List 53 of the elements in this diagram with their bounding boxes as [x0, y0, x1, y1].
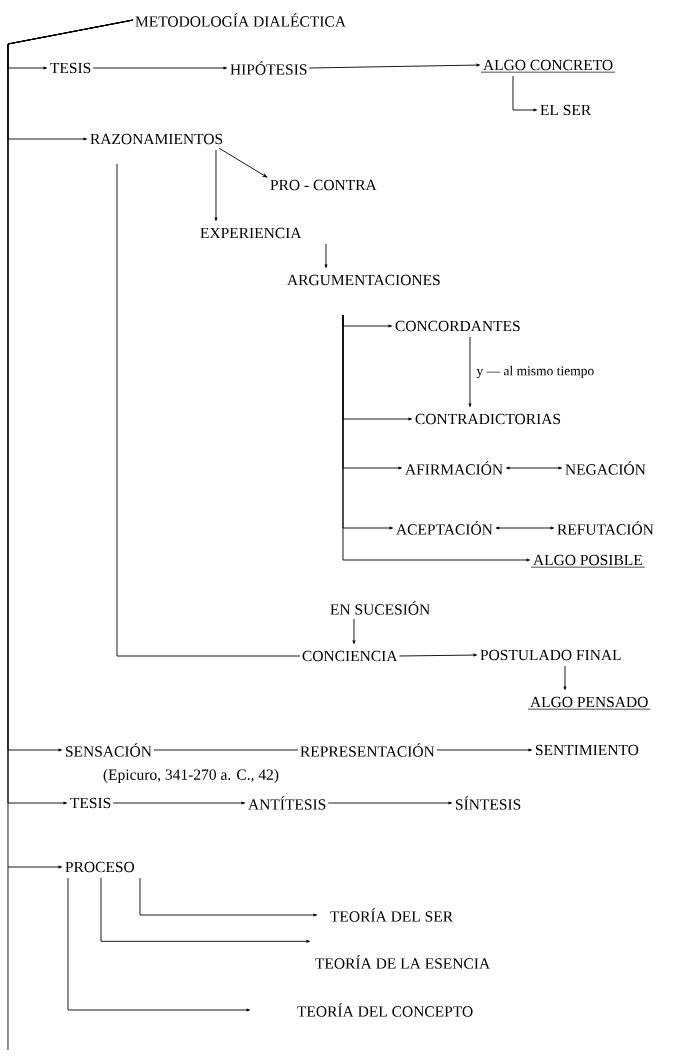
connector-line [116, 163, 301, 657]
concept-label: EXPERIENCIA [200, 227, 302, 239]
arrow [92, 66, 228, 70]
concept-label: RAZONAMIENTOS [90, 133, 223, 145]
concept-label: NEGACIÓN [565, 461, 646, 475]
concept-label: PROCESO [65, 861, 135, 873]
arrow [352, 618, 356, 645]
arrow [495, 526, 555, 530]
concept-label: METODOLOGÍA DIALÉCTICA [135, 13, 346, 27]
concept-label: ALGO CONCRETO [480, 59, 616, 73]
concept-label: ALGO PENSADO [527, 696, 651, 710]
concept-label: HIPÓTESIS [230, 61, 307, 75]
arrow [324, 243, 328, 269]
concept-label: REPRESENTACIÓN [300, 743, 435, 757]
concept-label: CONTRADICTORIAS [415, 413, 561, 425]
concept-label: ACEPTACIÓN [396, 521, 493, 535]
arrow [468, 336, 472, 408]
concept-label: SÍNTESIS [456, 796, 521, 810]
concept-label: PRO - CONTRA [270, 179, 377, 191]
concept-label: CONCIENCIA [302, 650, 398, 662]
arrow [139, 877, 317, 917]
concept-label: EL SER [540, 104, 592, 116]
arrow [308, 63, 480, 69]
arrow [67, 877, 250, 1012]
concept-label: CONCORDANTES [395, 320, 520, 332]
concept-label: REFUTACIÓN [557, 521, 654, 535]
arrow [436, 748, 533, 752]
edge-label: y — al mismo tiempo [476, 365, 594, 379]
arrow [563, 665, 567, 691]
arrow [100, 877, 310, 943]
connector-line [153, 749, 299, 751]
citation-text: (Epicuro, 341-270 a. C., 42) [103, 768, 279, 784]
concept-label: ANTÍTESIS [248, 796, 326, 810]
concept-label: EN SUCESIÓN [330, 601, 430, 615]
concept-label: SENSACIÓN [66, 743, 152, 757]
arrow [399, 653, 477, 657]
concept-label: TEORÍA DE LA ESENCIA [315, 955, 491, 969]
concept-label: AFIRMACIÓN [405, 461, 503, 475]
arrow [506, 466, 563, 470]
arrow [327, 801, 452, 805]
concept-label: TESIS [50, 62, 91, 74]
arrow [214, 149, 218, 222]
concept-label: SENTIMIENTO [536, 744, 639, 756]
concept-label: ALGO POSIBLE [530, 554, 646, 568]
arrow [218, 147, 268, 178]
arrow [112, 801, 246, 805]
concept-label: TEORÍA DEL CONCEPTO [297, 1003, 473, 1017]
arrow [342, 314, 531, 562]
concept-label: ARGUMENTACIONES [287, 274, 440, 286]
concept-label: TESIS [70, 797, 111, 809]
concept-label: POSTULADO FINAL [480, 649, 621, 661]
arrow [512, 75, 538, 112]
concept-label: TEORÍA DEL SER [330, 908, 454, 922]
